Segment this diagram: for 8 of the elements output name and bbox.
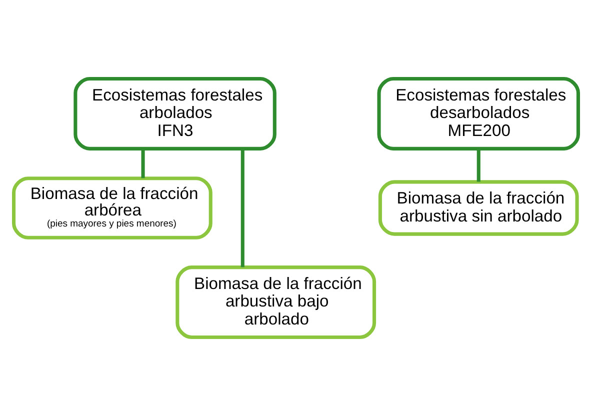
node-box: Ecosistemas forestales desarbolados MFE200 xyxy=(377,76,580,150)
connector xyxy=(240,148,244,268)
connector xyxy=(141,148,145,178)
node-box: Ecosistemas forestales arbolados IFN3 xyxy=(74,76,276,150)
node-box: Biomasa de la fracción arbustiva sin arbolado xyxy=(378,180,579,236)
connector xyxy=(476,148,480,182)
node-box: Biomasa de la fracción arbustiva bajo arbolado xyxy=(176,266,376,340)
node-box: Biomasa de la fracción arbórea (pies mayores y pies menores) xyxy=(12,176,212,240)
